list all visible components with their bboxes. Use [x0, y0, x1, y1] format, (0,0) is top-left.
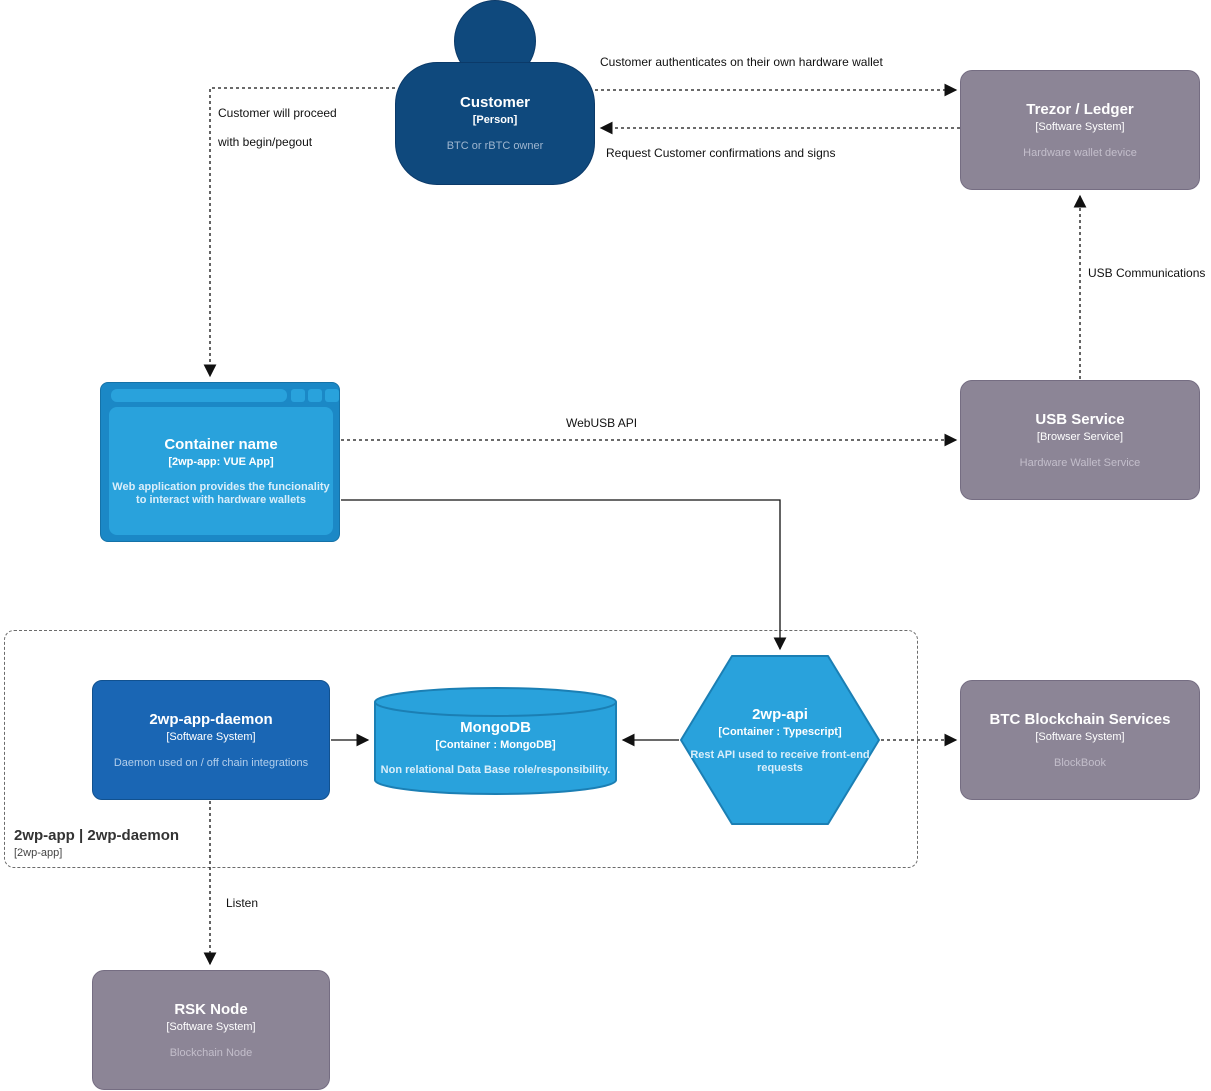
node-description: Rest API used to receive front-end reque… — [690, 748, 870, 774]
node-subtitle: [Software System] — [1035, 730, 1125, 743]
node-description: Hardware Wallet Service — [1019, 456, 1141, 469]
node-api-hexagon[interactable] — [680, 655, 880, 825]
edge-label-webusb: WebUSB API — [566, 416, 638, 430]
node-title: Trezor / Ledger — [1026, 100, 1134, 118]
edge-label-proceed-line1: Customer will proceed — [218, 106, 337, 120]
node-btc-blockchain-services[interactable]: BTC Blockchain Services [Software System… — [960, 680, 1200, 800]
hexagon-shape — [680, 655, 880, 825]
node-title: MongoDB — [460, 719, 531, 736]
node-description: Web application provides the funcionalit… — [112, 480, 330, 506]
node-title: 2wp-api — [752, 705, 808, 723]
boundary-subtitle: [2wp-app] — [14, 847, 63, 859]
node-mongodb-cylinder[interactable] — [373, 686, 618, 796]
node-title: BTC Blockchain Services — [989, 710, 1171, 728]
node-daemon[interactable]: 2wp-app-daemon [Software System] Daemon … — [92, 680, 330, 800]
node-subtitle: [Person] — [472, 114, 518, 126]
node-rsk-node[interactable]: RSK Node [Software System] Blockchain No… — [92, 970, 330, 1090]
node-subtitle: [Software System] — [166, 730, 256, 743]
edge-label-authenticates: Customer authenticates on their own hard… — [600, 55, 883, 69]
node-usb-service[interactable]: USB Service [Browser Service] Hardware W… — [960, 380, 1200, 500]
browser-window-button-icon — [325, 389, 339, 402]
edge-label-proceed-line2: with begin/pegout — [218, 135, 313, 149]
node-description: Blockchain Node — [169, 1046, 253, 1059]
node-subtitle: [Browser Service] — [1036, 430, 1124, 443]
boundary-title: 2wp-app | 2wp-daemon — [14, 827, 180, 844]
node-title: RSK Node — [174, 1000, 248, 1018]
browser-address-bar — [111, 389, 287, 402]
browser-window-button-icon — [308, 389, 322, 402]
node-subtitle: [2wp-app: VUE App] — [168, 455, 274, 468]
node-description: Non relational Data Base role/responsibi… — [380, 764, 611, 776]
edge-proceed-line — [203, 87, 395, 378]
node-title: 2wp-app-daemon — [149, 710, 273, 728]
node-title: Container name — [164, 435, 278, 453]
edge-label-confirmations: Request Customer confirmations and signs — [606, 146, 836, 160]
node-api[interactable]: 2wp-api [Container : Typescript] Rest AP… — [685, 655, 875, 825]
node-mongodb[interactable]: MongoDB [Container : MongoDB] Non relati… — [373, 706, 618, 790]
cylinder-lid — [374, 701, 617, 718]
browser-window-button-icon — [291, 389, 305, 402]
node-description: Daemon used on / off chain integrations — [113, 756, 309, 769]
node-title: USB Service — [1035, 410, 1125, 428]
edge-webapp-api-line — [341, 499, 787, 651]
node-subtitle: [Container : Typescript] — [718, 725, 842, 738]
node-subtitle: [Software System] — [1035, 120, 1125, 133]
node-subtitle: [Software System] — [166, 1020, 256, 1033]
node-subtitle: [Container : MongoDB] — [435, 739, 556, 751]
node-trezor-ledger[interactable]: Trezor / Ledger [Software System] Hardwa… — [960, 70, 1200, 190]
node-customer[interactable]: Customer [Person] BTC or rBTC owner — [395, 62, 595, 185]
edge-label-usb-comm: USB Communications — [1088, 266, 1206, 280]
node-title: Customer — [459, 94, 530, 111]
node-description: BTC or rBTC owner — [446, 140, 544, 152]
edge-label-listen: Listen — [226, 896, 259, 910]
node-description: Hardware wallet device — [1023, 146, 1137, 159]
node-webapp-container[interactable]: Container name [2wp-app: VUE App] Web ap… — [100, 382, 340, 542]
boundary-2wp-app[interactable] — [4, 630, 918, 868]
node-description: BlockBook — [1054, 756, 1106, 769]
browser-content: Container name [2wp-app: VUE App] Web ap… — [109, 407, 333, 535]
